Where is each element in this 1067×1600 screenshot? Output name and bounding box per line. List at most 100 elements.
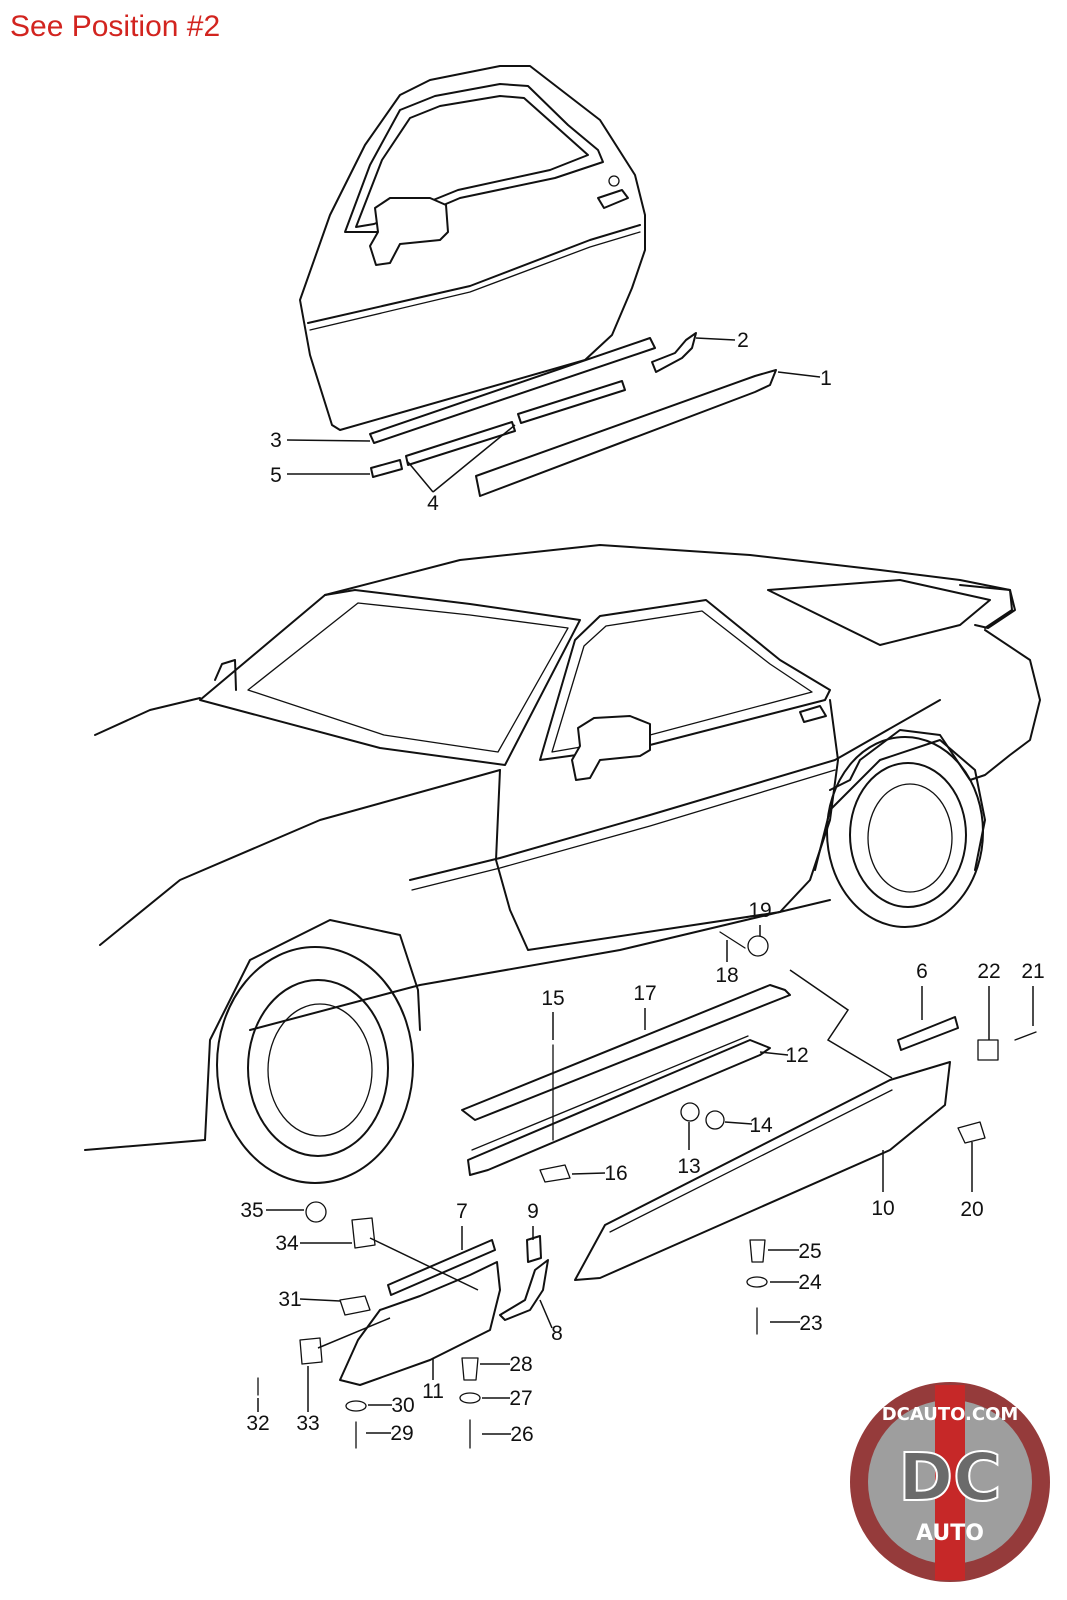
callout-leader-8 — [539, 1299, 553, 1329]
trim-strip-part-4b — [517, 380, 626, 424]
part-number-callout: 12 — [785, 1044, 808, 1067]
rear-wheel-rim — [849, 762, 967, 908]
rear-quarter-window — [767, 579, 991, 646]
logo-sub: AUTO — [916, 1521, 984, 1546]
logo-url: DCAUTO.COM — [882, 1404, 1019, 1425]
door-lock-icon — [608, 175, 620, 187]
part-number-callout: 29 — [390, 1422, 413, 1445]
part-number-callout: 22 — [977, 960, 1000, 983]
rocker-panel-edge — [609, 1089, 893, 1233]
windshield-inner — [247, 602, 569, 753]
callout-leader-2 — [695, 337, 736, 341]
front-wheel-outer — [216, 946, 414, 1184]
rear-spoiler — [959, 584, 1016, 629]
door-handle-icon — [597, 189, 629, 209]
lower-body-line — [84, 1139, 206, 1151]
part-number-callout: 5 — [270, 464, 282, 487]
part-number-callout: 34 — [275, 1232, 299, 1255]
hood-line — [94, 697, 201, 736]
part-number-callout: 14 — [749, 1114, 773, 1137]
part-number-callout: 15 — [541, 987, 564, 1010]
part-number-callout: 24 — [798, 1271, 822, 1294]
logo-stripe — [935, 1385, 965, 1580]
door-detail — [299, 65, 777, 497]
part-number-callout: 35 — [240, 1199, 263, 1222]
part-number-callout: 16 — [604, 1162, 627, 1185]
rear-wheel-arch — [814, 739, 986, 871]
screw-part-21 — [1014, 1031, 1037, 1041]
roof-line — [324, 544, 1013, 629]
door-window-frame-inner — [355, 95, 589, 228]
side-body-line — [409, 699, 941, 881]
trim-strip-part-7 — [387, 1239, 496, 1296]
fender-trim-part-11 — [339, 1261, 501, 1386]
bolt-part-28 — [461, 1357, 479, 1381]
door-body-line-lower — [309, 231, 641, 331]
trim-strip-part-3 — [369, 337, 656, 444]
clip-part-33 — [299, 1337, 323, 1365]
clip-part-16 — [539, 1164, 571, 1183]
assembly-guide-line-3 — [317, 1317, 391, 1349]
part-number-callout: 31 — [278, 1288, 301, 1311]
position-note: See Position #2 — [10, 10, 221, 43]
part-number-callout: 28 — [509, 1353, 532, 1376]
door-window-frame-outer — [344, 83, 604, 233]
grommet-part-19 — [747, 935, 769, 957]
rear-wheel-hub — [867, 783, 953, 893]
part-number-callout: 3 — [270, 429, 282, 452]
part-number-callout: 8 — [551, 1322, 563, 1345]
rocker-panel-part-10 — [574, 1061, 951, 1281]
front-wheel-rim — [247, 979, 389, 1157]
callout-leader-4 — [407, 424, 516, 493]
part-number-callout: 25 — [798, 1240, 821, 1263]
vehicle-illustration — [84, 544, 1041, 1184]
front-wheel-hub — [267, 1003, 373, 1137]
clip-part-20 — [957, 1121, 986, 1144]
washer-part-13 — [680, 1102, 700, 1122]
callout-leader-16 — [571, 1172, 606, 1175]
trim-strip-part-5 — [370, 459, 403, 478]
part-number-callout: 2 — [737, 329, 749, 352]
part-number-callout: 4 — [427, 492, 439, 515]
seal-strip-part-17 — [461, 984, 791, 1121]
screw-part-18 — [719, 931, 746, 949]
rear-quarter-body — [829, 629, 1041, 791]
part-number-callout: 17 — [633, 982, 656, 1005]
trim-strip-part-2 — [651, 332, 697, 373]
part-number-callout: 27 — [509, 1387, 532, 1410]
assembly-guide-line — [789, 969, 893, 1079]
rocker-strip-part-1 — [475, 369, 777, 497]
part-number-callout: 33 — [296, 1412, 319, 1435]
part-number-callout: 21 — [1021, 960, 1044, 983]
trim-strip-part-4a — [405, 421, 516, 466]
nut-part-14 — [705, 1110, 725, 1130]
part-number-callout: 32 — [246, 1412, 269, 1435]
side-mirror-icon — [571, 715, 651, 781]
callout-leader-31 — [299, 1298, 341, 1302]
door-mirror-icon — [369, 197, 449, 266]
washer-part-30 — [345, 1400, 367, 1412]
bolt-part-25 — [749, 1239, 766, 1263]
trim-strip-part-6 — [897, 1016, 959, 1051]
part-number-callout: 7 — [456, 1200, 468, 1223]
washer-part-24 — [746, 1276, 768, 1288]
trim-piece-part-9 — [526, 1235, 542, 1263]
clip-part-22 — [977, 1039, 999, 1061]
grommet-part-35 — [305, 1201, 327, 1223]
sill-bracket-part-12 — [467, 1039, 771, 1176]
windshield-outer — [199, 589, 581, 766]
part-number-callout: 30 — [391, 1394, 414, 1417]
door-outline — [299, 65, 646, 431]
callout-leader-3 — [286, 439, 371, 442]
logo-letters: DC — [898, 1439, 1001, 1516]
splash-guard-part-8 — [499, 1259, 549, 1321]
part-number-callout: 19 — [748, 899, 771, 922]
fender-line — [99, 769, 501, 946]
washer-part-27 — [459, 1392, 481, 1404]
rocker-assembly — [257, 931, 1037, 1449]
part-number-callout: 9 — [527, 1200, 539, 1223]
part-number-callout: 20 — [960, 1198, 983, 1221]
